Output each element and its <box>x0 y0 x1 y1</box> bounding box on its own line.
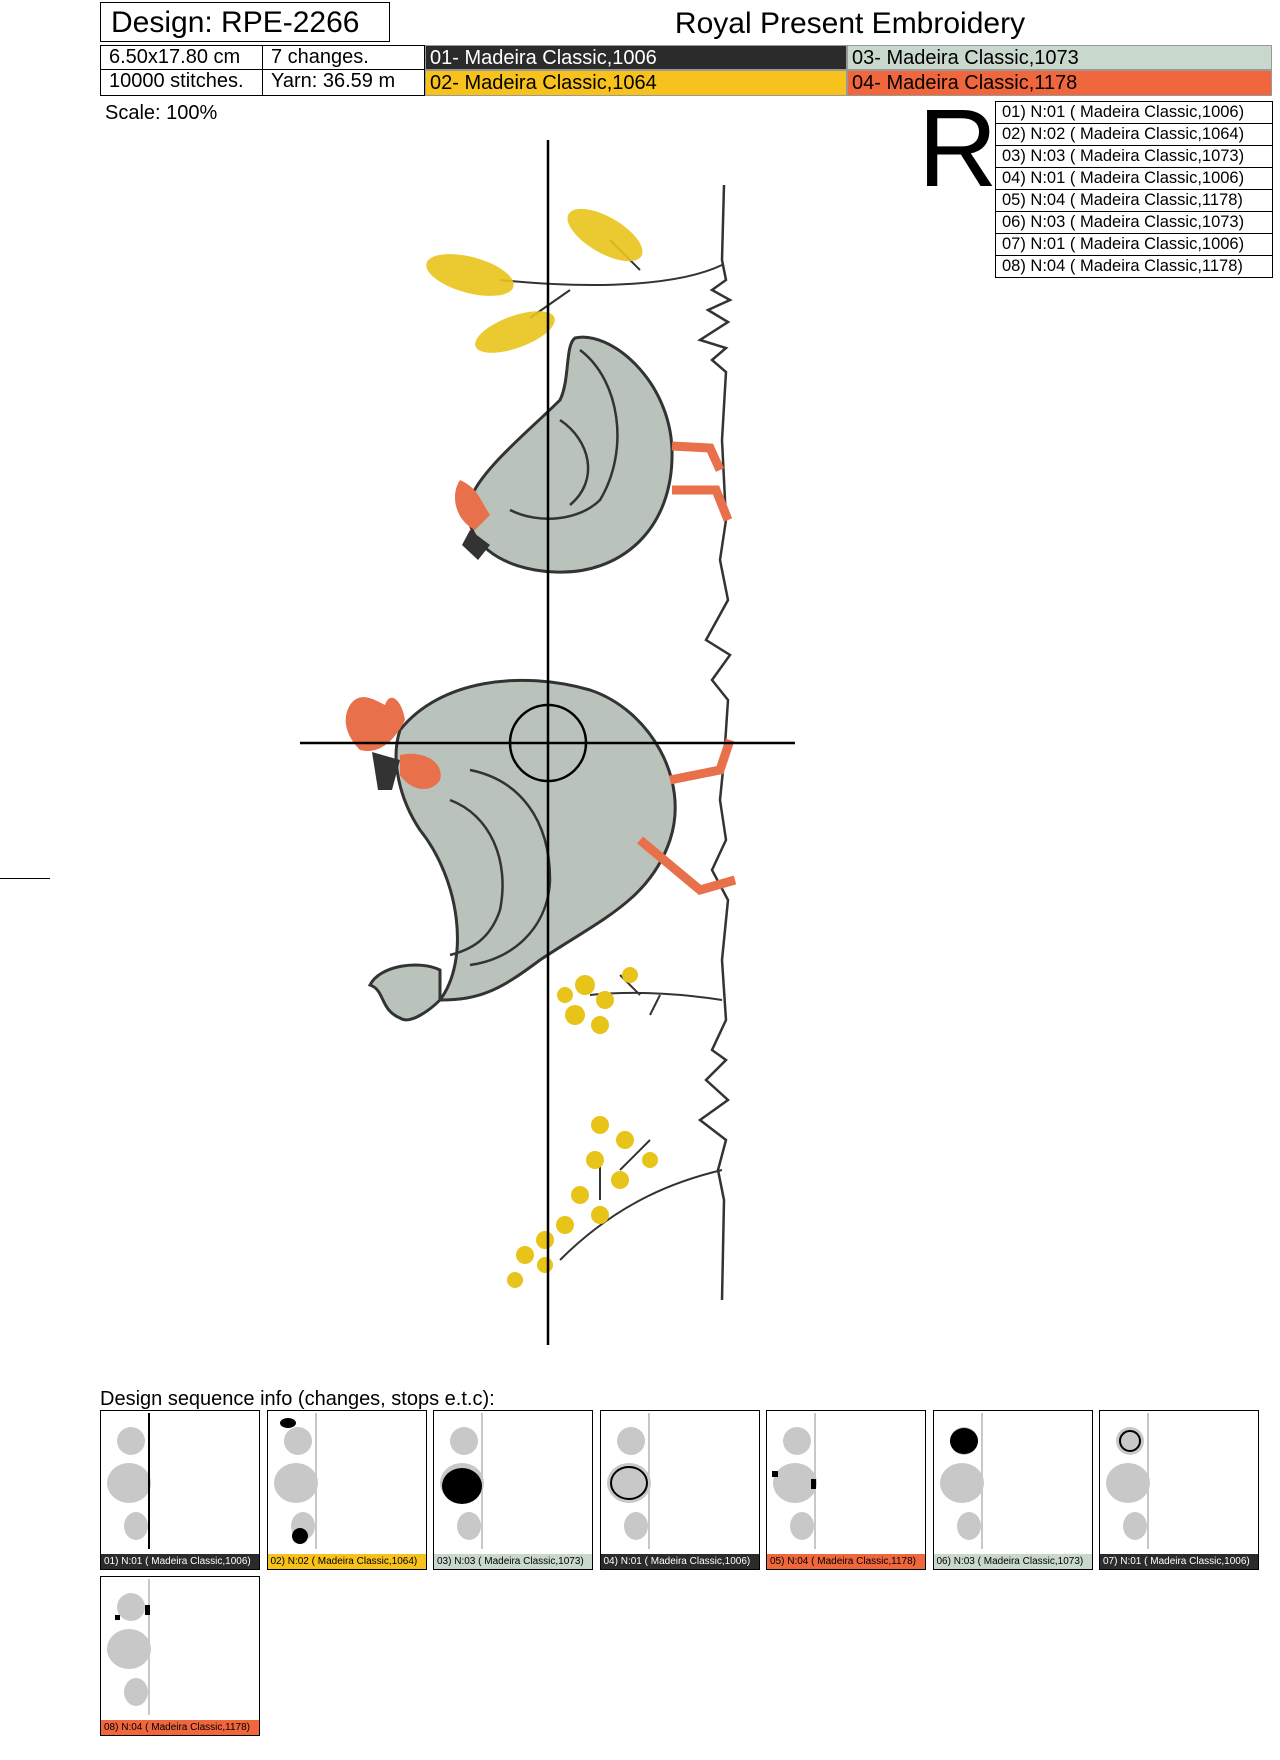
color-swatch-03: 03- Madeira Classic,1073 <box>847 45 1272 70</box>
big-hen-tail <box>367 963 442 1022</box>
thumbnail-preview <box>606 1413 651 1549</box>
sequence-row: 01) N:01 ( Madeira Classic,1006) <box>996 102 1272 124</box>
thumbnail-label: 04) N:01 ( Madeira Classic,1006) <box>600 1554 759 1569</box>
sequence-row: 04) N:01 ( Madeira Classic,1006) <box>996 168 1272 190</box>
thumbnail-preview <box>772 1413 817 1549</box>
thumbnail-label: 02) N:02 ( Madeira Classic,1064) <box>267 1554 426 1569</box>
stitch-count: 10000 stitches. <box>100 69 263 96</box>
thumbnail-preview <box>107 1413 151 1549</box>
sequence-thumbnail: 03) N:03 ( Madeira Classic,1073) <box>433 1410 593 1570</box>
color-swatch-04: 04- Madeira Classic,1178 <box>847 70 1272 96</box>
sequence-thumbnail: 04) N:01 ( Madeira Classic,1006) <box>599 1410 760 1570</box>
company-name: Royal Present Embroidery <box>674 7 1026 40</box>
big-hen-beak <box>372 752 400 790</box>
small-hen-legs <box>671 441 733 522</box>
color-swatch-01: 01- Madeira Classic,1006 <box>425 45 847 70</box>
sequence-row: 08) N:04 ( Madeira Classic,1178) <box>1002 257 1243 275</box>
wheat-head <box>567 208 643 262</box>
stitch-sequence-list: 01) N:01 ( Madeira Classic,1006) 02) N:0… <box>995 101 1273 278</box>
big-hen-legs <box>637 738 737 895</box>
sequence-thumbnail: 01) N:01 ( Madeira Classic,1006) <box>100 1410 260 1570</box>
design-size: 6.50x17.80 cm <box>100 45 263 70</box>
color-swatch-02: 02- Madeira Classic,1064 <box>425 70 847 96</box>
color-changes: 7 changes. <box>262 45 425 70</box>
thumbnail-label: 08) N:04 ( Madeira Classic,1178) <box>101 1720 259 1735</box>
big-hen-wattle <box>400 753 441 790</box>
edge-tick-mark <box>0 878 50 879</box>
sequence-thumbnail: 06) N:03 ( Madeira Classic,1073) <box>932 1410 1093 1570</box>
thumbnail-label: 06) N:03 ( Madeira Classic,1073) <box>933 1554 1092 1569</box>
small-hen-body <box>467 335 674 574</box>
big-hen-body <box>394 678 677 1002</box>
sequence-title: Design sequence info (changes, stops e.t… <box>100 1388 495 1410</box>
scale-label: Scale: 100% <box>105 102 218 124</box>
thumbnail-label: 05) N:04 ( Madeira Classic,1178) <box>767 1554 925 1569</box>
small-hen-beak <box>462 530 490 560</box>
sequence-thumbnail: 07) N:01 ( Madeira Classic,1006) <box>1099 1410 1259 1570</box>
grass-line <box>697 184 733 1301</box>
rotation-mark: R <box>918 87 998 210</box>
thumbnail-label: 03) N:03 ( Madeira Classic,1073) <box>434 1554 592 1569</box>
wheat-head <box>426 254 514 296</box>
sequence-thumbnail: 02) N:02 ( Madeira Classic,1064) <box>266 1410 427 1570</box>
sequence-row: 03) N:03 ( Madeira Classic,1073) <box>996 146 1272 168</box>
embroidery-design-preview <box>300 140 795 1345</box>
small-hen-comb <box>455 480 490 530</box>
thumbnail-preview <box>939 1413 984 1549</box>
thumbnail-preview <box>273 1413 318 1549</box>
thumbnail-label: 07) N:01 ( Madeira Classic,1006) <box>1100 1554 1258 1569</box>
yarn-length: Yarn: 36.59 m <box>262 69 425 96</box>
sequence-row: 06) N:03 ( Madeira Classic,1073) <box>996 212 1272 234</box>
wheat-head <box>475 311 555 353</box>
sequence-thumbnail: 05) N:04 ( Madeira Classic,1178) <box>766 1410 926 1570</box>
center-crosshair <box>300 140 795 1345</box>
sequence-row: 02) N:02 ( Madeira Classic,1064) <box>996 124 1272 146</box>
sequence-row: 05) N:04 ( Madeira Classic,1178) <box>996 190 1272 212</box>
thumbnail-label: 01) N:01 ( Madeira Classic,1006) <box>101 1554 259 1569</box>
sequence-row: 07) N:01 ( Madeira Classic,1006) <box>996 234 1272 256</box>
design-id: Design: RPE-2266 <box>100 2 390 42</box>
sequence-thumbnail: 08) N:04 ( Madeira Classic,1178) <box>100 1576 260 1736</box>
big-hen-comb <box>345 697 405 751</box>
thumbnail-preview <box>107 1579 151 1715</box>
thumbnail-preview <box>440 1413 484 1549</box>
thumbnail-preview <box>1106 1413 1150 1549</box>
